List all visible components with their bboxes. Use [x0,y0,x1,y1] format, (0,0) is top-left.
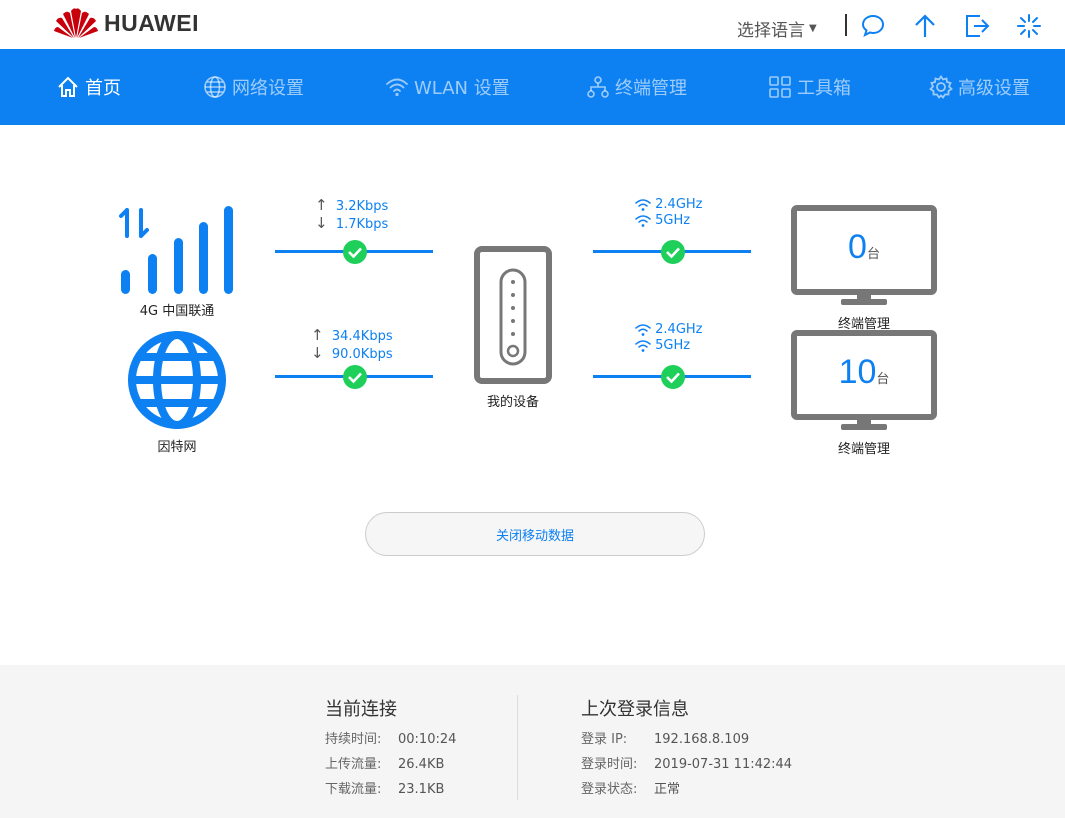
mobile-signal-icon[interactable] [118,204,236,294]
nav-advanced-settings[interactable]: 高级设置 [929,49,1030,125]
wifi-icon [635,215,651,227]
header-divider [845,14,847,36]
home-icon [58,76,78,97]
brand-name: HUAWEI [104,9,199,36]
network-icon [587,76,609,98]
wifi-bands-top: 2.4GHz 5GHz [635,197,703,229]
internet-up-rate: 34.4Kbps [331,329,393,344]
internet-globe-icon[interactable] [127,330,227,430]
terminal-management-label-top[interactable]: 终端管理 [837,317,890,332]
wifi-bottom-band1: 2.4GHz [655,322,703,337]
check-icon [661,365,685,389]
wifi-icon [386,78,408,97]
wifi-bottom-band2: 5GHz [655,338,691,353]
footer-divider [517,695,518,800]
last-login-title: 上次登录信息 [581,699,689,720]
terminal-count-top-value: 0 [848,228,867,266]
terminal-count-top: 0台 [794,228,934,267]
my-device-label: 我的设备 [486,395,539,410]
router-device-icon[interactable] [474,246,552,384]
down-arrow-icon: ↓ [311,344,324,362]
wifi-top-band1: 2.4GHz [655,197,703,212]
upload-icon[interactable] [911,12,939,40]
internet-label: 因特网 [157,440,197,455]
wifi-icon [635,324,651,336]
logout-icon[interactable] [963,12,991,40]
wifi-icon [635,340,651,352]
nav-terminal-management[interactable]: 终端管理 [586,49,687,125]
caret-down-icon: ▼ [809,23,817,34]
nav-network-label: 网络设置 [232,78,304,99]
nav-terminal-label: 终端管理 [615,78,687,99]
wifi-top-band2: 5GHz [655,213,691,228]
nav-network-settings[interactable]: 网络设置 [203,49,304,125]
up-arrow-icon: ↑ [311,326,324,344]
huawei-flower-icon [54,8,98,39]
nav-home[interactable]: 首页 [56,49,121,125]
mobile-rates: ↑ 3.2Kbps ↓ 1.7Kbps [315,197,388,233]
disable-mobile-data-button[interactable]: 关闭移动数据 [365,512,705,556]
main-nav: 首页 网络设置 WLAN 设置 终端管理 工具箱 高级设置 [0,49,1065,125]
mobile-down-rate: 1.7Kbps [335,217,389,232]
language-label: 选择语言 [737,21,805,41]
info-row: 登录 IP:192.168.8.109 [581,732,750,747]
nav-toolbox[interactable]: 工具箱 [768,49,851,125]
internet-rates: ↑ 34.4Kbps ↓ 90.0Kbps [311,327,393,363]
nav-wlan-label: WLAN 设置 [414,78,510,99]
terminal-count-bottom: 10台 [794,353,934,392]
gear-icon [929,75,953,99]
nav-toolbox-label: 工具箱 [797,78,851,99]
current-connection-title: 当前连接 [325,699,397,720]
info-row: 上传流量:26.4KB [325,757,445,772]
info-row: 下载流量:23.1KB [325,782,445,797]
toolbox-icon [769,76,791,98]
huawei-logo[interactable]: HUAWEI [54,6,199,40]
language-selector[interactable]: 选择语言 ▼ [737,16,817,41]
nav-home-label: 首页 [85,78,121,99]
chat-icon[interactable] [859,12,887,40]
terminal-count-top-unit: 台 [866,247,880,262]
footer-info: 当前连接 持续时间:00:10:24 上传流量:26.4KB 下载流量:23.1… [0,665,1065,818]
check-icon [343,365,367,389]
top-bar: HUAWEI 选择语言 ▼ [0,0,1065,49]
monitor-icon[interactable] [791,205,937,307]
wifi-icon [635,199,651,211]
down-arrow-icon: ↓ [315,214,328,232]
terminal-count-bottom-unit: 台 [876,372,890,387]
terminal-count-bottom-value: 10 [838,353,877,391]
check-icon [343,240,367,264]
info-row: 登录时间:2019-07-31 11:42:44 [581,757,793,772]
terminal-management-label-bottom[interactable]: 终端管理 [837,442,890,457]
internet-down-rate: 90.0Kbps [331,347,393,362]
last-login-section: 上次登录信息 登录 IP:192.168.8.109 登录时间:2019-07-… [581,695,792,802]
info-row: 登录状态:正常 [581,782,681,797]
mobile-label: 4G 中国联通 [139,304,215,319]
up-arrow-icon: ↑ [315,196,328,214]
monitor-icon[interactable] [791,330,937,432]
wifi-bands-bottom: 2.4GHz 5GHz [635,322,703,354]
mobile-up-rate: 3.2Kbps [335,199,389,214]
current-connection-section: 当前连接 持续时间:00:10:24 上传流量:26.4KB 下载流量:23.1… [325,695,456,802]
globe-icon [204,76,226,98]
loading-icon [1017,14,1041,38]
check-icon [661,240,685,264]
nav-advanced-label: 高级设置 [958,78,1030,99]
info-row: 持续时间:00:10:24 [325,732,457,747]
nav-wlan-settings[interactable]: WLAN 设置 [385,49,510,125]
